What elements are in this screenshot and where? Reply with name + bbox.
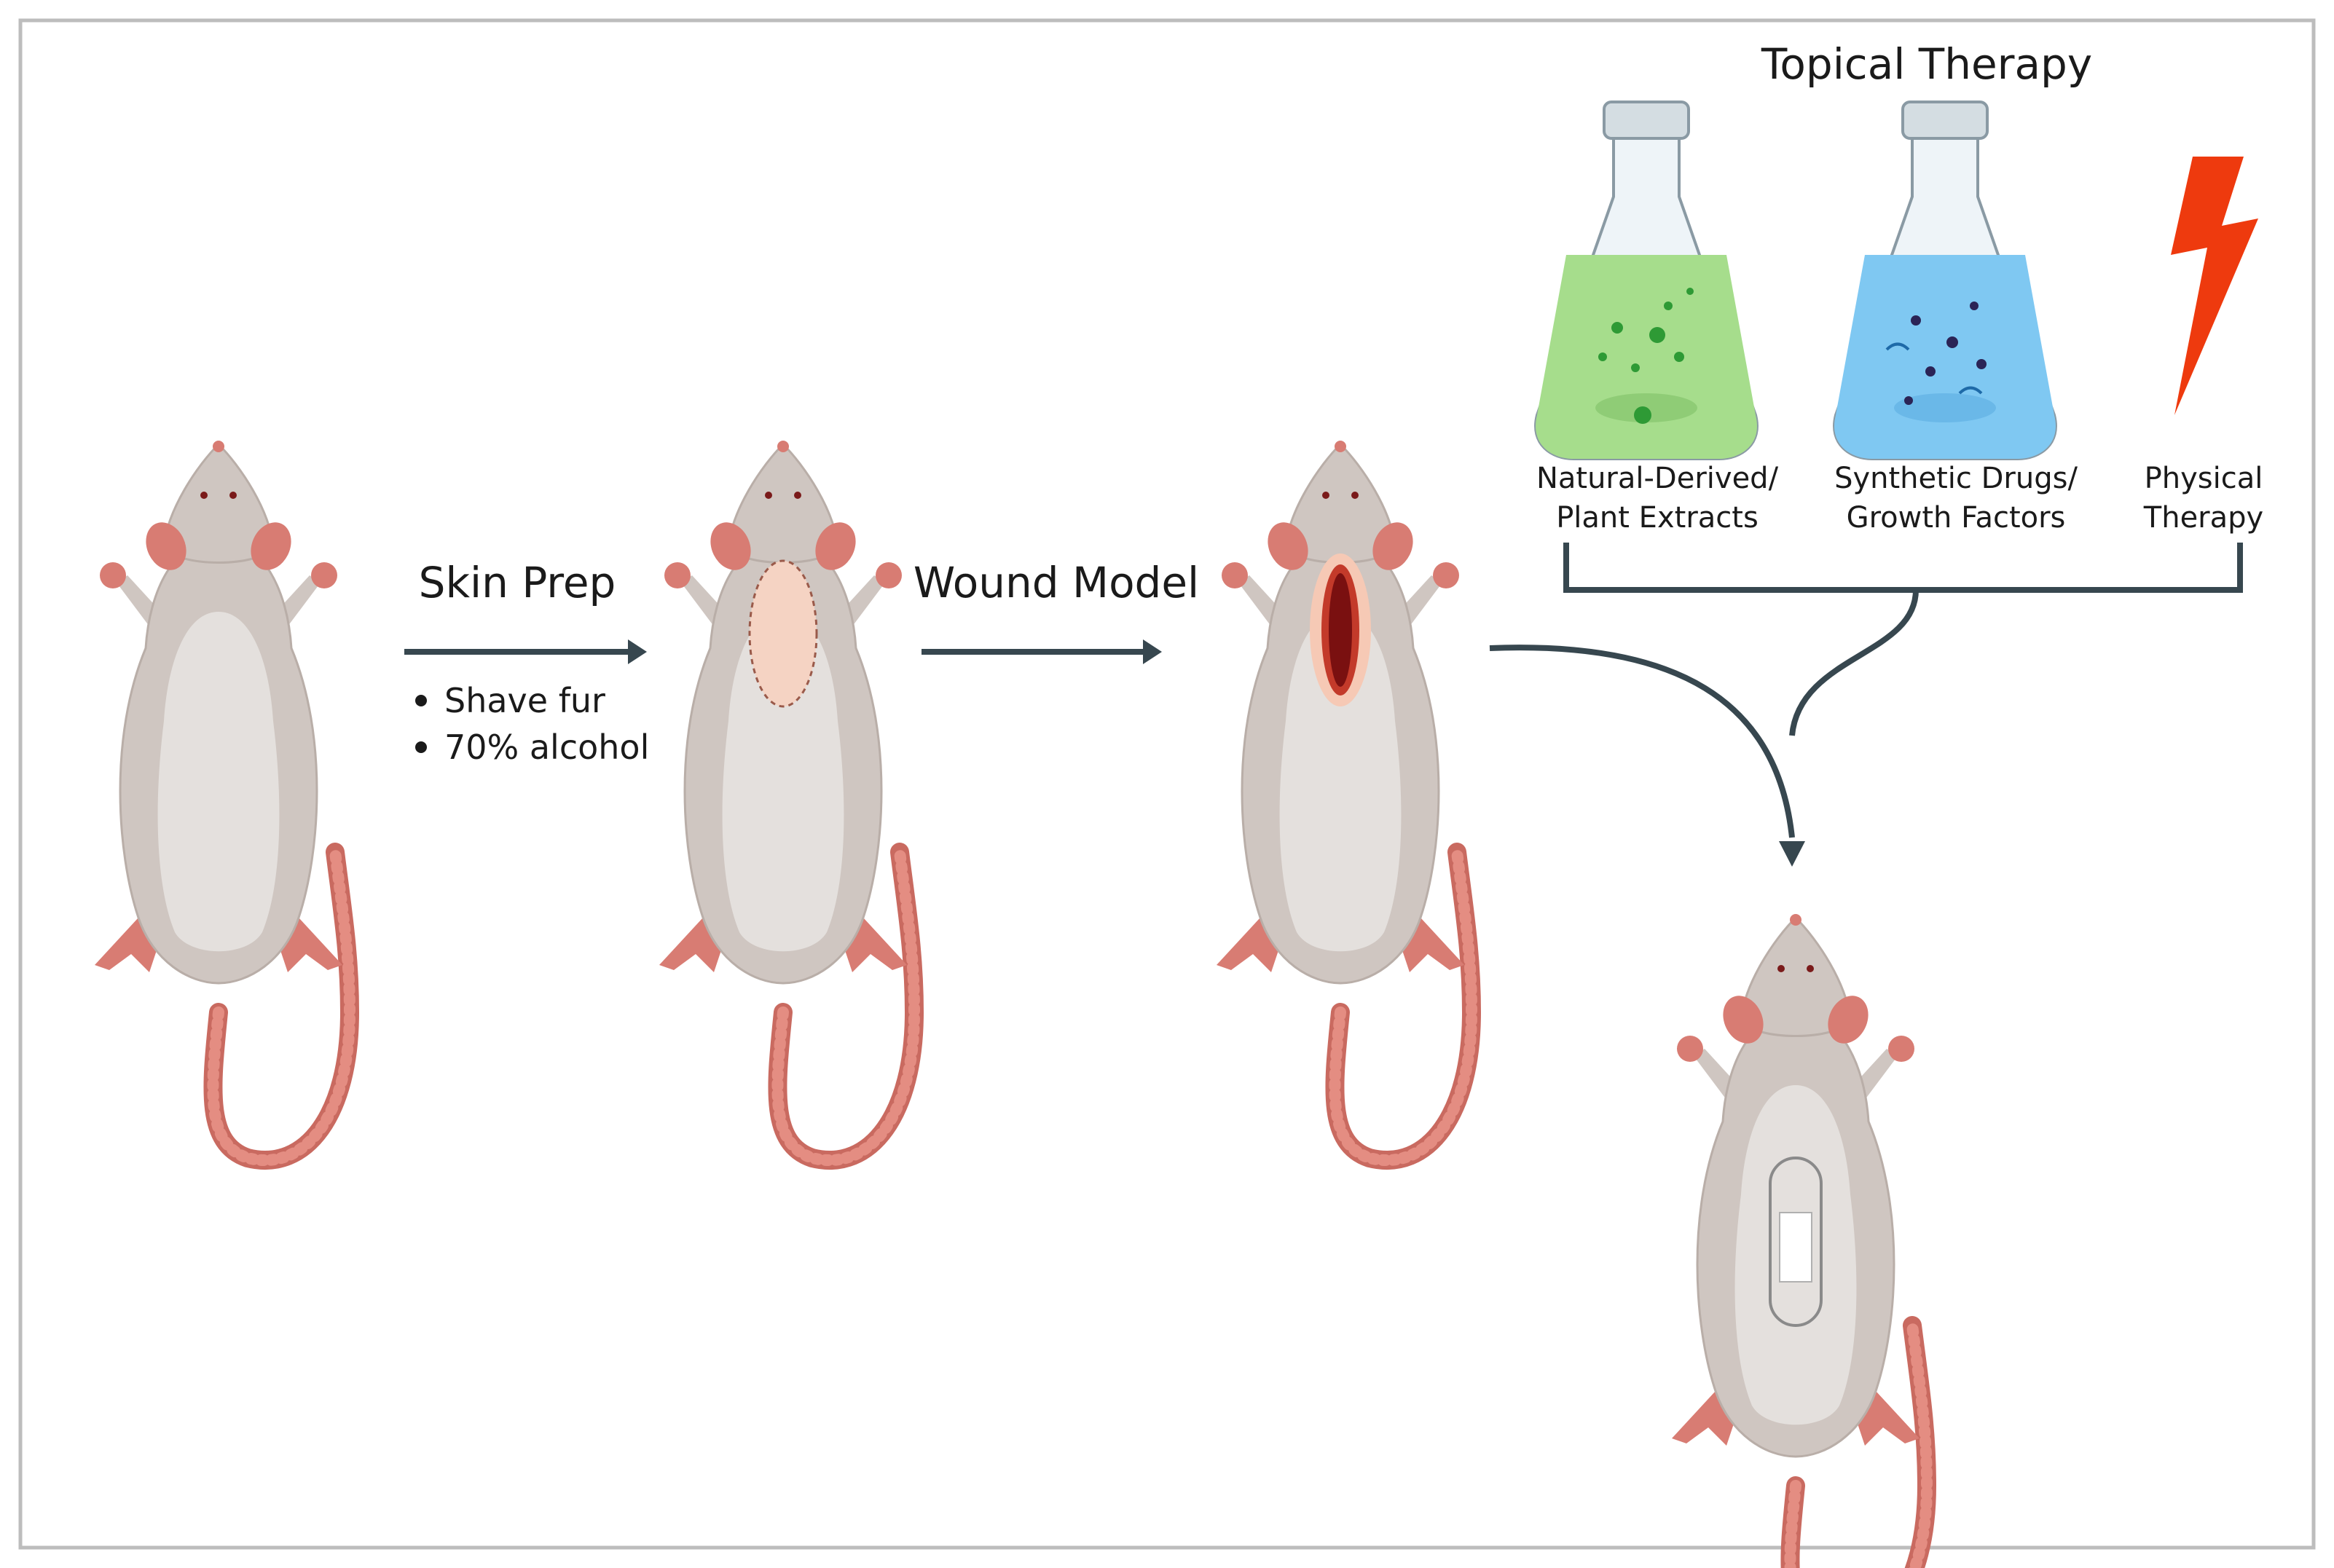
rat-icon (659, 441, 914, 1160)
therapy-labels: Natural-Derived/ Plant Extracts Syntheti… (1536, 462, 2263, 535)
therapy-label: Therapy (2143, 501, 2263, 535)
arrow-to-treatment (1489, 645, 1795, 838)
bullet-icon (415, 695, 427, 706)
step-label-wound-model: Wound Model (913, 558, 1199, 607)
arrow-skin-prep (404, 639, 647, 664)
bullet-icon (415, 741, 427, 753)
lightning-icon (2171, 157, 2258, 415)
flask-icon (1534, 101, 1759, 460)
prepped-skin-area (748, 559, 818, 708)
therapy-label: Plant Extracts (1556, 501, 1759, 535)
therapy-label: Physical (2145, 462, 2263, 495)
skin-prep-step: 70% alcohol (444, 728, 649, 767)
therapy-label: Natural-Derived/ (1536, 462, 1779, 495)
skin-prep-step: Shave fur (444, 681, 605, 720)
rat-icon (95, 441, 350, 1160)
therapy-bracket (1563, 543, 2243, 736)
therapy-label: Growth Factors (1847, 501, 2066, 535)
therapy-label: Synthetic Drugs/ (1834, 462, 2078, 495)
flask-icon (1833, 101, 2057, 460)
bandage-icon (1769, 1157, 1823, 1327)
topical-therapy-title: Topical Therapy (1761, 39, 2092, 89)
figure-border (18, 18, 2316, 1550)
arrow-wound-model (922, 639, 1162, 664)
rat-icon (1217, 441, 1471, 1160)
step-label-skin-prep: Skin Prep (419, 558, 616, 607)
skin-prep-steps: Shave fur 70% alcohol (415, 681, 649, 767)
rat-icon (1672, 914, 1927, 1568)
arrow-head-icon (1779, 841, 1805, 867)
wound (1329, 573, 1352, 687)
